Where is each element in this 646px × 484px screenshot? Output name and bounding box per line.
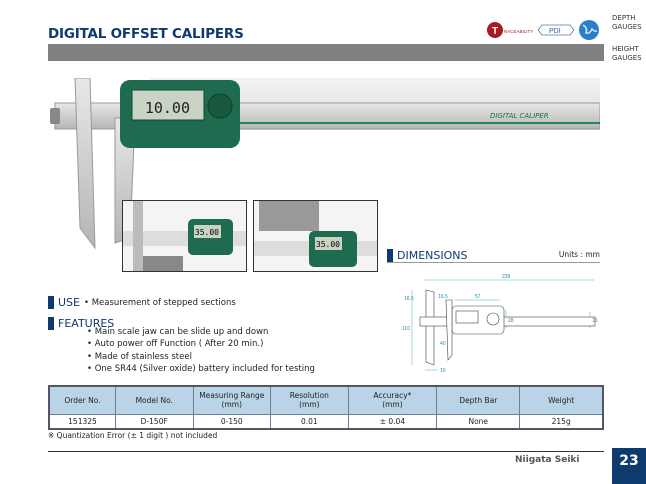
- svg-text:T: T: [492, 26, 498, 37]
- caliper-brand-label: DIGITAL CALIPER: [490, 112, 549, 120]
- page-number: 23: [612, 448, 646, 484]
- spec-table: Order No. Model No. Measuring Range (mm)…: [48, 385, 604, 430]
- svg-text:16.5: 16.5: [438, 294, 448, 300]
- brand-logo: Niigata Seiki: [515, 455, 580, 465]
- table-header-row: Order No. Model No. Measuring Range (mm)…: [48, 385, 604, 415]
- svg-text:RACEABILITY: RACEABILITY: [504, 29, 533, 34]
- svg-text:40: 40: [440, 341, 446, 347]
- table-row: 151325 D-150F 0-150 0.01 ± 0.04 None 215…: [48, 413, 604, 430]
- footnote: ※ Quantization Error (± 1 digit ) not in…: [48, 431, 218, 440]
- svg-text:PDI: PDI: [549, 28, 561, 35]
- certification-logos: T RACEABILITY PDI: [487, 20, 599, 40]
- globe-icon: [579, 20, 599, 40]
- side-nav-height-gauges[interactable]: HEIGHT GAUGES: [612, 45, 642, 62]
- feature-item: One SR44 (Silver oxide) battery included…: [87, 363, 315, 375]
- side-nav-depth-gauges[interactable]: DEPTH GAUGES: [612, 14, 642, 31]
- svg-text:16: 16: [592, 318, 598, 324]
- svg-text:57: 57: [475, 294, 481, 300]
- feature-item: Main scale jaw can be slide up and down: [87, 326, 315, 338]
- footer-divider: [48, 451, 604, 452]
- title-bar: [48, 44, 604, 61]
- dimension-drawing: 239 110 16.5 16.5 57 28 40 10 16: [402, 274, 598, 374]
- use-section: USE• Measurement of stepped sections: [48, 292, 236, 311]
- feature-item: Made of stainless steel: [87, 351, 315, 363]
- svg-text:239: 239: [502, 274, 511, 280]
- svg-text:10: 10: [440, 368, 446, 374]
- pdi-logo-icon: [537, 24, 575, 36]
- traceability-logo-icon: [487, 22, 503, 38]
- dimensions-header: DIMENSIONS Units : mm: [387, 245, 600, 263]
- usage-inset-1: 35.00: [122, 200, 247, 272]
- use-text: Measurement of stepped sections: [91, 297, 236, 308]
- caliper-display: 10.00: [145, 99, 190, 117]
- svg-text:35.00: 35.00: [195, 228, 219, 237]
- usage-inset-2: 35.00: [253, 200, 378, 272]
- features-list: Main scale jaw can be slide up and down …: [87, 326, 315, 375]
- svg-text:28: 28: [508, 318, 514, 324]
- svg-text:35.00: 35.00: [316, 240, 340, 249]
- svg-text:110: 110: [402, 326, 410, 332]
- caliper-product-image: 10.00 DIGITAL CALIPER: [50, 78, 600, 250]
- units-label: Units : mm: [558, 250, 600, 259]
- svg-text:16.5: 16.5: [404, 296, 414, 302]
- feature-item: Auto power off Function ( After 20 min.): [87, 338, 315, 350]
- page-title: DIGITAL OFFSET CALIPERS: [48, 26, 244, 42]
